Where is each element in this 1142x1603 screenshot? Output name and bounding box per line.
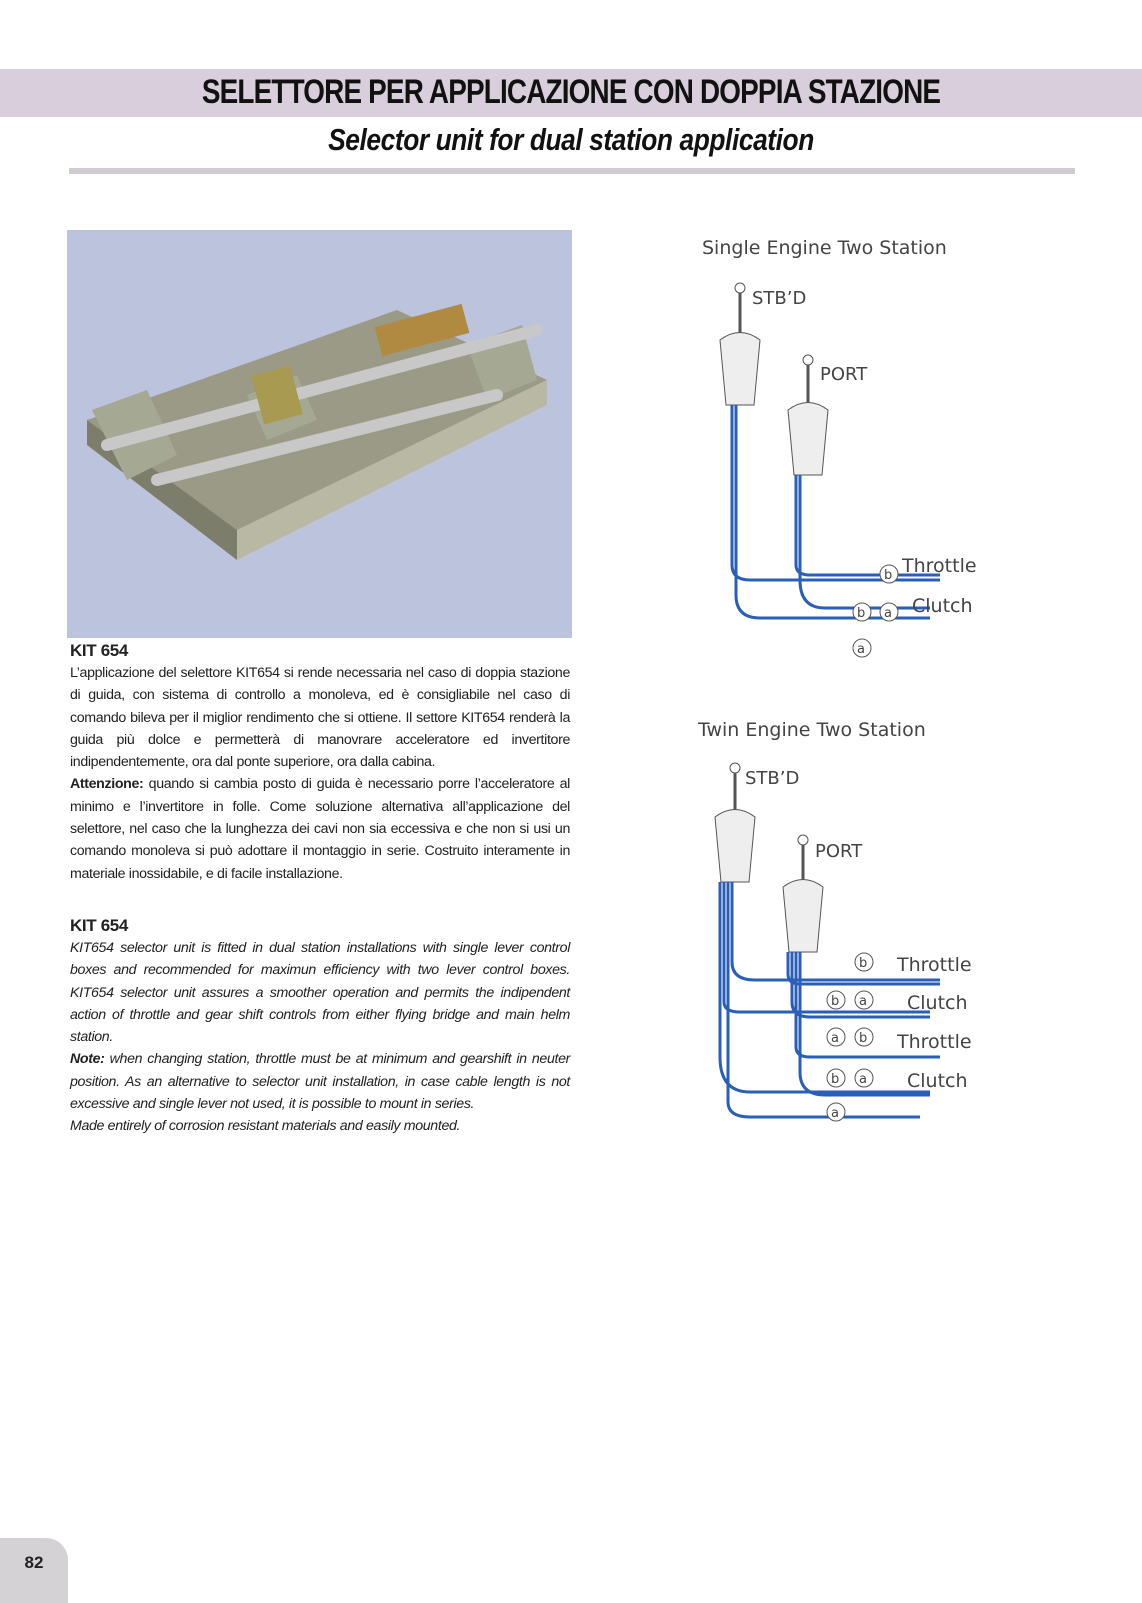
stbd-control-lever — [719, 282, 761, 406]
single-engine-diagram: Single Engine Two Station STB’D PORT b b… — [702, 237, 977, 658]
throttle-label-2: Throttle — [896, 1031, 972, 1053]
page-subtitle: Selector unit for dual station applicati… — [328, 122, 814, 157]
page-number-tab — [0, 1538, 68, 1603]
stbd-label: STB’D — [752, 288, 806, 309]
english-note: Note: when changing station, throttle mu… — [70, 1048, 570, 1115]
italian-note: Attenzione: quando si cambia posto di gu… — [70, 773, 570, 884]
italian-paragraph: L’applicazione del selettore KIT654 si r… — [70, 665, 570, 771]
product-photo — [67, 230, 572, 638]
port-control-lever — [782, 834, 824, 953]
english-note-text: when changing station, throttle must be … — [70, 1051, 570, 1113]
diagram-title: Twin Engine Two Station — [697, 719, 926, 741]
svg-text:a: a — [831, 1031, 839, 1046]
italian-note-text: quando si cambia posto di guida è necess… — [70, 776, 570, 882]
port-label: PORT — [820, 364, 868, 385]
throttle-label: Throttle — [901, 555, 977, 577]
twin-engine-diagram: Twin Engine Two Station STB’D PORT b b a… — [697, 719, 972, 1122]
divider — [69, 168, 1075, 174]
english-heading: KIT 654 — [70, 916, 129, 935]
english-paragraph: KIT654 selector unit is fitted in dual s… — [70, 940, 570, 1046]
svg-text:b: b — [831, 994, 839, 1009]
svg-text:b: b — [831, 1072, 839, 1087]
cable-markers: b b a a b b a a — [826, 952, 874, 1122]
page-number: 82 — [24, 1553, 44, 1572]
header-band — [0, 69, 1142, 117]
svg-text:b: b — [884, 568, 892, 583]
cable-markers: b b a a — [852, 564, 899, 658]
page-title: SELETTORE PER APPLICAZIONE CON DOPPIA ST… — [201, 73, 941, 111]
port-control-lever — [787, 354, 829, 476]
clutch-label-1: Clutch — [907, 992, 968, 1014]
italian-note-label: Attenzione: — [70, 776, 144, 793]
port-label: PORT — [815, 841, 863, 862]
svg-text:a: a — [884, 606, 892, 621]
svg-text:b: b — [859, 1031, 867, 1046]
svg-text:a: a — [857, 642, 865, 657]
clutch-label-2: Clutch — [907, 1070, 968, 1092]
svg-text:a: a — [859, 994, 867, 1009]
italian-description: KIT 654 L’applicazione del selettore KIT… — [70, 640, 570, 885]
svg-text:b: b — [857, 606, 865, 621]
english-closing: Made entirely of corrosion resistant mat… — [70, 1118, 461, 1135]
english-description: KIT 654 KIT654 selector unit is fitted i… — [70, 915, 570, 1138]
english-note-label: Note: — [70, 1051, 105, 1068]
diagram-title: Single Engine Two Station — [702, 237, 947, 259]
italian-heading: KIT 654 — [70, 641, 129, 660]
svg-text:a: a — [859, 1072, 867, 1087]
svg-text:b: b — [859, 956, 867, 971]
cables — [718, 882, 940, 1119]
stbd-label: STB’D — [745, 768, 799, 789]
stbd-control-lever — [714, 762, 756, 883]
svg-text:a: a — [831, 1106, 839, 1121]
clutch-label: Clutch — [912, 595, 973, 617]
throttle-label-1: Throttle — [896, 954, 972, 976]
cables — [730, 405, 940, 620]
